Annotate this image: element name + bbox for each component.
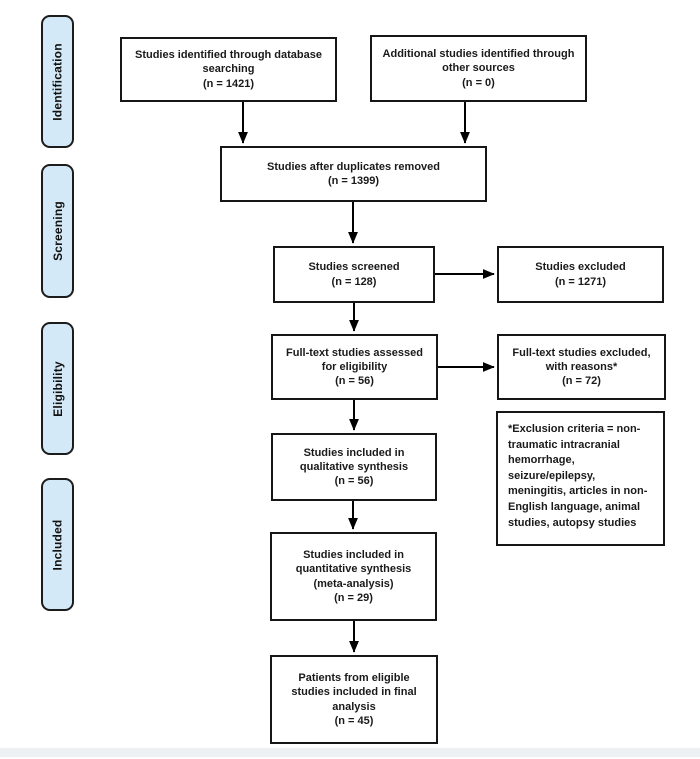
node-count: (n = 45) xyxy=(280,714,428,728)
node-text: Studies included in qualitative synthesi… xyxy=(299,446,409,473)
count-prefix: (n = xyxy=(334,714,358,727)
count-value: 45 xyxy=(357,714,370,727)
stage-label-text: Included xyxy=(50,519,65,570)
node-count: (n = 1399) xyxy=(327,175,380,187)
node-quantitative-synthesis: Studies included in quantitative synthes… xyxy=(270,532,437,621)
node-text: Studies excluded xyxy=(535,261,626,274)
stage-label-text: Screening xyxy=(50,201,65,261)
stage-label-included: Included xyxy=(41,478,74,611)
node-count: (n = 56) xyxy=(335,375,374,388)
node-other-sources: Additional studies identified through ot… xyxy=(370,35,587,102)
node-text: Patients from eligible studies included … xyxy=(291,671,417,713)
node-count: (n = 1421) xyxy=(202,77,255,90)
node-count: (n = 56) xyxy=(334,475,374,488)
node-count: (n = 1271) xyxy=(554,275,607,288)
node-count: (n = 0) xyxy=(462,76,495,89)
page-edge-strip xyxy=(0,748,700,757)
node-text: Studies screened xyxy=(308,261,400,274)
node-text: Studies after duplicates removed xyxy=(267,160,440,173)
node-database-search: Studies identified through database sear… xyxy=(120,37,337,102)
node-text: Full-text studies excluded, with reasons… xyxy=(512,346,651,373)
stage-label-eligibility: Eligibility xyxy=(41,322,74,455)
stage-label-text: Eligibility xyxy=(50,360,65,417)
node-studies-excluded: Studies excluded (n = 1271) xyxy=(497,246,664,303)
node-count: (n = 72) xyxy=(562,375,601,388)
node-count: (n = 29) xyxy=(334,591,373,604)
count-suffix: ) xyxy=(369,714,374,727)
node-text: *Exclusion criteria = non-traumatic intr… xyxy=(508,423,648,529)
stage-label-identification: Identification xyxy=(41,15,74,148)
node-exclusion-criteria-note: *Exclusion criteria = non-traumatic intr… xyxy=(496,411,665,546)
node-studies-screened: Studies screened (n = 128) xyxy=(273,246,435,303)
node-fulltext-assessed: Full-text studies assessed for eligibili… xyxy=(271,334,438,400)
node-text: Additional studies identified through ot… xyxy=(382,48,575,75)
node-fulltext-excluded: Full-text studies excluded, with reasons… xyxy=(497,334,666,400)
node-qualitative-synthesis: Studies included in qualitative synthesi… xyxy=(271,433,437,501)
node-text: Studies identified through database sear… xyxy=(134,49,323,76)
node-text: Studies included in quantitative synthes… xyxy=(295,548,412,590)
node-duplicates-removed: Studies after duplicates removed (n = 13… xyxy=(220,146,487,202)
stage-label-text: Identification xyxy=(50,42,65,121)
node-text: Full-text studies assessed for eligibili… xyxy=(286,346,423,373)
node-final-analysis: Patients from eligible studies included … xyxy=(270,655,438,744)
stage-label-screening: Screening xyxy=(41,164,74,298)
node-count: (n = 128) xyxy=(331,275,377,288)
